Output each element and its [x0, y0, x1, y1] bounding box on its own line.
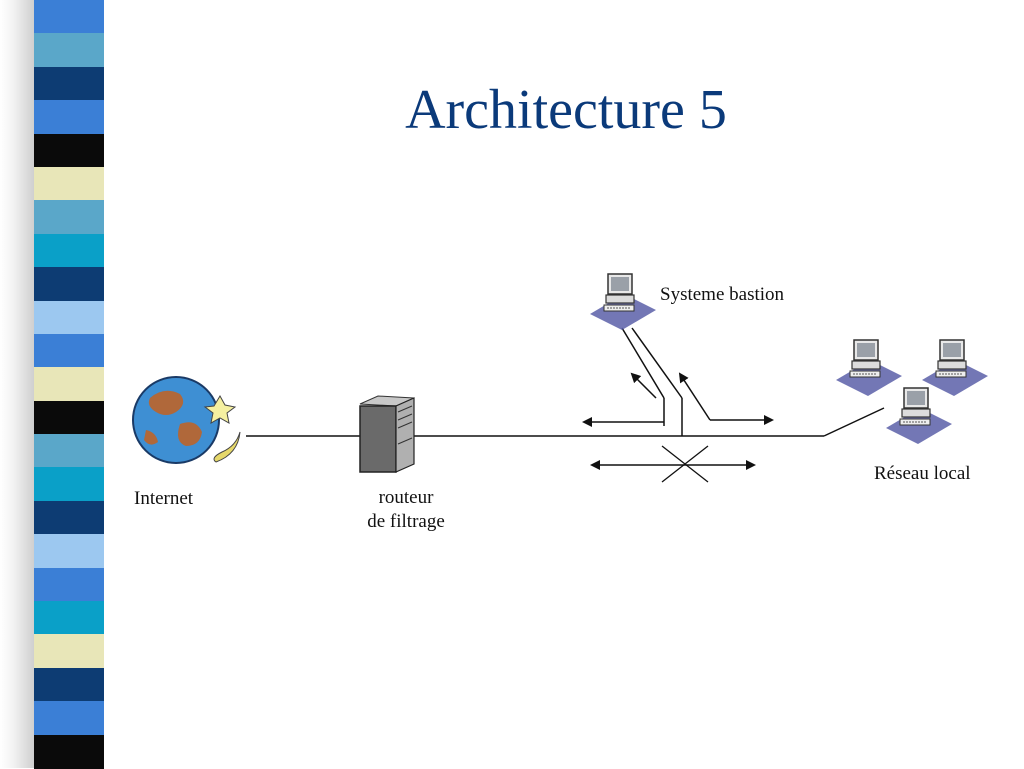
bastion-link-left	[621, 327, 665, 399]
stripe-band	[34, 400, 104, 436]
stripe-band	[34, 500, 104, 536]
stripe-band	[34, 0, 104, 35]
stripe-band	[34, 634, 104, 669]
arrow-up-to-bastion-right	[678, 372, 711, 421]
server-tower-icon	[359, 395, 415, 473]
router-label-line2: de filtrage	[367, 511, 445, 532]
slide-title: Architecture 5	[405, 79, 727, 141]
lan-label: Réseau local	[874, 463, 971, 484]
stripe-band	[34, 200, 104, 235]
router-label-line1: routeur	[379, 487, 435, 508]
lan-link-line	[823, 407, 885, 437]
stripe-band	[34, 33, 104, 68]
stripe-band	[34, 534, 104, 569]
slide-edge-shadow	[0, 0, 34, 768]
stripe-band	[34, 66, 104, 102]
stripe-band	[34, 166, 104, 202]
decorative-stripe	[34, 0, 104, 769]
globe-icon	[132, 376, 241, 464]
stripe-band	[34, 300, 104, 335]
stripe-band	[34, 734, 104, 769]
stripe-band	[34, 467, 104, 502]
stripe-band	[34, 667, 104, 703]
stripe-band	[34, 100, 104, 135]
stripe-band	[34, 701, 104, 736]
internet-label: Internet	[134, 488, 194, 509]
stripe-band	[34, 233, 104, 269]
stripe-band	[34, 133, 104, 168]
bastion-link-right	[631, 327, 683, 399]
blocked-cross-2	[661, 445, 709, 483]
arrow-up-to-bastion-left	[630, 372, 657, 399]
stripe-band	[34, 434, 104, 469]
diagram-panel	[104, 246, 1024, 542]
stripe-band	[34, 267, 104, 302]
stripe-band	[34, 333, 104, 369]
stripe-band	[34, 367, 104, 402]
stripe-band	[34, 567, 104, 603]
stripe-band	[34, 601, 104, 636]
bastion-label: Systeme bastion	[660, 284, 785, 305]
